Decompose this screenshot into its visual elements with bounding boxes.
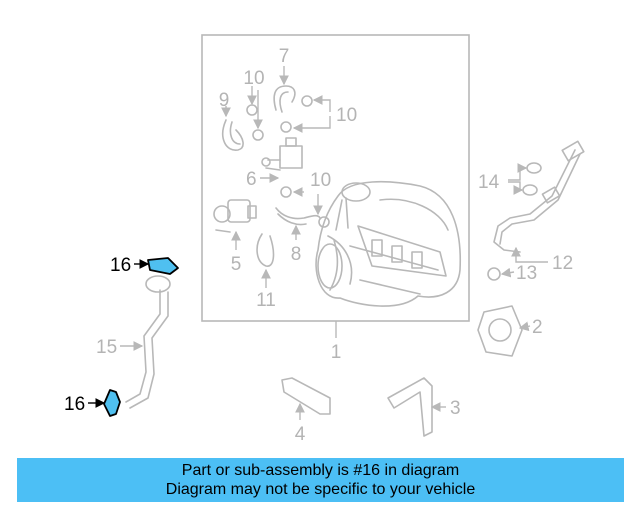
pipe-15-part	[125, 275, 171, 409]
callout-15[interactable]: 15	[96, 337, 117, 358]
callout-5[interactable]: 5	[231, 254, 242, 275]
hose-7-part	[273, 85, 296, 113]
actuator-5-part	[213, 199, 257, 233]
callout-1[interactable]: 1	[331, 342, 342, 363]
callout-12[interactable]: 12	[552, 253, 573, 274]
banner-line-1: Part or sub-assembly is #16 in diagram	[181, 462, 460, 479]
callout-7[interactable]: 7	[279, 46, 290, 67]
callout-6[interactable]: 6	[246, 169, 257, 190]
info-banner: Part or sub-assembly is #16 in diagram D…	[17, 458, 624, 502]
valve-6-part	[261, 137, 303, 171]
callout-11[interactable]: 11	[256, 290, 276, 311]
callout-labels: 7 10 9 10 6 10 5 8 11 1 14 12 13 2 3 4 1…	[64, 46, 573, 445]
gasket-16-lower-part[interactable]	[103, 389, 121, 417]
bracket-4-part	[281, 377, 331, 415]
banner-line-2: Diagram may not be specific to your vehi…	[165, 481, 476, 498]
hose-11-part	[256, 233, 275, 267]
turbocharger-assembly-box	[201, 34, 470, 338]
gasket-13-part	[487, 267, 501, 281]
bracket-3-part	[387, 377, 433, 437]
callout-4[interactable]: 4	[295, 424, 306, 445]
hose-9-part	[222, 119, 244, 151]
hose-8-part	[275, 207, 321, 226]
callout-2[interactable]: 2	[532, 317, 543, 338]
callout-8[interactable]: 8	[291, 244, 302, 265]
callout-9[interactable]: 9	[219, 90, 230, 111]
callout-16-upper[interactable]: 16	[110, 255, 131, 276]
callout-16-lower[interactable]: 16	[64, 394, 85, 415]
callout-14[interactable]: 14	[478, 172, 500, 193]
callout-3[interactable]: 3	[450, 398, 461, 419]
turbocharger-part	[315, 180, 462, 307]
leader-lines	[88, 66, 548, 420]
gasket-16-upper-part[interactable]	[147, 257, 179, 275]
callout-10-top[interactable]: 10	[243, 68, 264, 89]
oil-line-12-part	[493, 140, 585, 253]
callout-10-mid[interactable]: 10	[310, 170, 331, 191]
gasket-2-part	[477, 305, 523, 357]
callout-13[interactable]: 13	[516, 263, 537, 284]
callout-10-right[interactable]: 10	[336, 105, 357, 126]
